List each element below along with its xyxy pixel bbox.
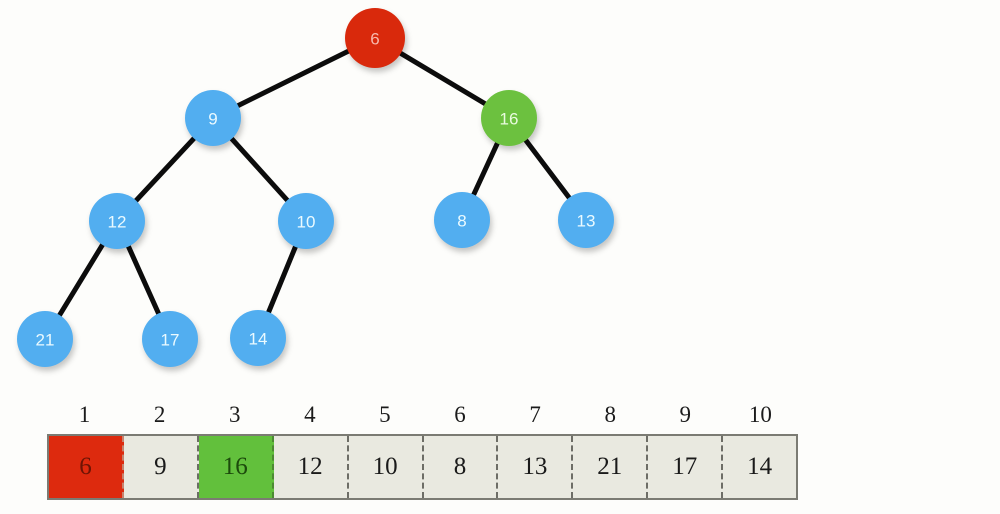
tree-edge bbox=[210, 35, 378, 121]
array-index-label: 10 bbox=[748, 402, 772, 427]
array-index-label: 4 bbox=[304, 402, 316, 427]
array-index-row: 1 2 3 4 5 6 7 8 9 10 bbox=[47, 398, 798, 434]
binary-tree-graph: 6 9 16 12 10 8 13 21 17 14 bbox=[17, 8, 614, 367]
array-index-label: 8 bbox=[604, 402, 616, 427]
tree-nodes: 6 9 16 12 10 8 13 21 17 14 bbox=[17, 8, 614, 367]
array-index-label: 7 bbox=[529, 402, 541, 427]
array-cell[interactable]: 13 bbox=[498, 436, 574, 498]
tree-node[interactable]: 8 bbox=[434, 192, 490, 248]
node-circle[interactable] bbox=[142, 311, 198, 367]
tree-node[interactable]: 6 bbox=[345, 8, 405, 68]
array-cell[interactable]: 10 bbox=[348, 436, 424, 498]
array-cell[interactable]: 21 bbox=[573, 436, 649, 498]
tree-node[interactable]: 13 bbox=[558, 192, 614, 248]
array-cell[interactable]: 17 bbox=[648, 436, 724, 498]
array-index-label: 9 bbox=[679, 402, 692, 427]
tree-node[interactable]: 14 bbox=[230, 310, 286, 366]
node-circle[interactable] bbox=[17, 311, 73, 367]
array-cell[interactable]: 14 bbox=[723, 436, 797, 498]
tree-node[interactable]: 12 bbox=[89, 193, 145, 249]
array-index-label: 6 bbox=[454, 402, 466, 427]
node-label: 16 bbox=[500, 110, 519, 129]
array-cell[interactable]: 6 bbox=[49, 436, 124, 498]
node-label: 17 bbox=[161, 331, 180, 350]
node-circle[interactable] bbox=[278, 193, 334, 249]
tree-edges bbox=[42, 35, 589, 342]
node-label: 14 bbox=[249, 330, 268, 349]
array-cell[interactable]: 9 bbox=[123, 436, 199, 498]
node-circle[interactable] bbox=[558, 192, 614, 248]
node-label: 13 bbox=[577, 212, 596, 231]
node-label: 21 bbox=[36, 331, 55, 350]
node-label: 12 bbox=[108, 213, 127, 232]
tree-node[interactable]: 16 bbox=[481, 90, 537, 146]
node-circle[interactable] bbox=[230, 310, 286, 366]
tree-node[interactable]: 9 bbox=[185, 90, 241, 146]
array-cell[interactable]: 16 bbox=[198, 436, 274, 498]
node-circle[interactable] bbox=[481, 90, 537, 146]
array-cell[interactable]: 8 bbox=[423, 436, 499, 498]
node-circle[interactable] bbox=[185, 90, 241, 146]
node-circle[interactable] bbox=[345, 8, 405, 68]
node-label: 8 bbox=[457, 212, 466, 231]
node-label: 10 bbox=[297, 213, 316, 232]
node-circle[interactable] bbox=[89, 193, 145, 249]
array-index-label: 3 bbox=[228, 402, 241, 427]
array-index-label: 2 bbox=[153, 402, 166, 427]
tree-node[interactable]: 21 bbox=[17, 311, 73, 367]
tree-node[interactable]: 10 bbox=[278, 193, 334, 249]
array-index-label: 1 bbox=[78, 402, 91, 427]
node-circle[interactable] bbox=[434, 192, 490, 248]
array-cell[interactable]: 12 bbox=[273, 436, 349, 498]
node-label: 9 bbox=[208, 110, 217, 129]
tree-node[interactable]: 17 bbox=[142, 311, 198, 367]
array-index-label: 5 bbox=[379, 402, 391, 427]
node-label: 6 bbox=[370, 30, 379, 49]
